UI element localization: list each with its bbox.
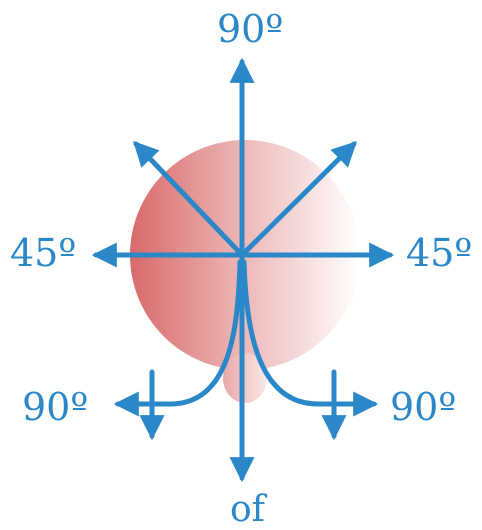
label-right-45: 45º (406, 234, 472, 272)
label-left-90: 90º (22, 388, 88, 426)
label-left-45: 45º (10, 234, 76, 272)
label-top: 90º (217, 10, 283, 48)
label-bottom: of (230, 492, 265, 528)
label-right-90: 90º (390, 388, 456, 426)
